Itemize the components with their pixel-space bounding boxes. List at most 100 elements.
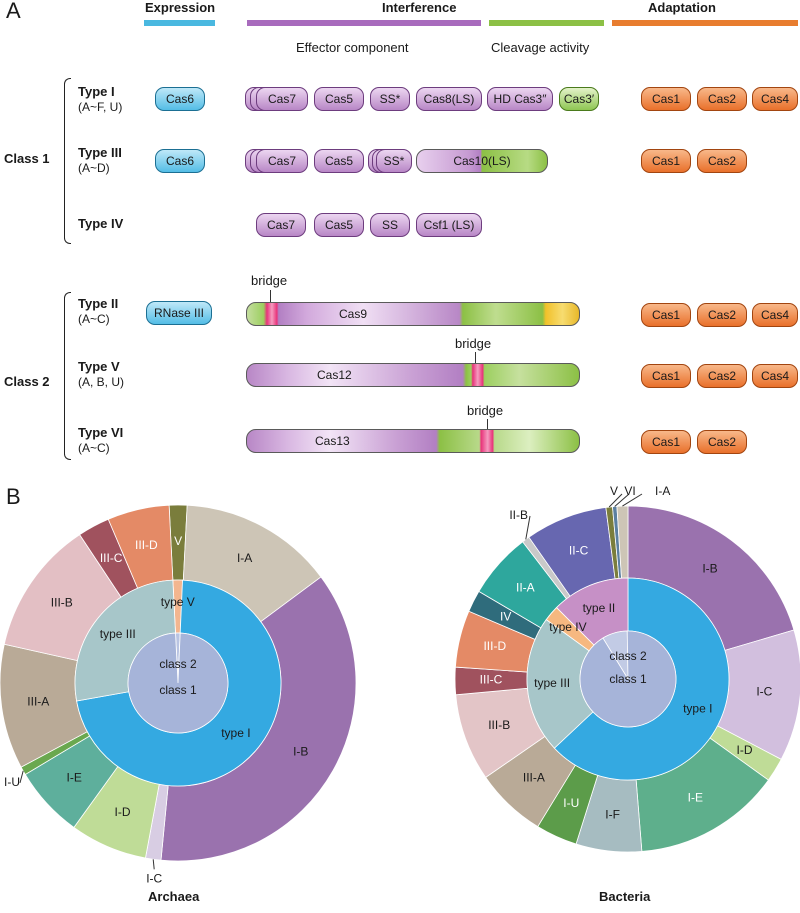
type6-name: Type VI (78, 425, 124, 440)
bacteria-label-ii-b: II-B (509, 508, 528, 522)
archaea-title: Archaea (148, 889, 200, 904)
bacteria-label-i-d: I-D (737, 743, 753, 757)
panel-b-letter: B (6, 484, 21, 509)
type6-cas13-label: Cas13 (315, 434, 350, 448)
type1-cas7: Cas7 (256, 87, 308, 111)
class2-bracket (64, 292, 71, 460)
bacteria-label-iii-d: III-D (483, 639, 506, 653)
type5-sub: (A, B, U) (78, 375, 125, 389)
bacteria-label-i-e: I-E (688, 791, 703, 805)
type4-ss: SS (370, 213, 410, 237)
archaea-inner-segment-class-1 (127, 632, 229, 734)
bacteria-label-i-u: I-U (563, 796, 579, 810)
bacteria-title: Bacteria (599, 889, 651, 904)
type2-rnase3: RNase III (146, 301, 212, 325)
bacteria-label-ii-a: II-A (516, 580, 535, 594)
bacteria-label-vi: VI (624, 484, 635, 498)
header-expression: Expression (145, 0, 216, 15)
adaptation-bar (612, 20, 798, 26)
type1-ss: SS* (370, 87, 410, 111)
type4-cas7: Cas7 (256, 213, 306, 237)
header-adaptation: Adaptation (648, 0, 716, 15)
type3-sub: (A~D) (78, 161, 110, 175)
type2-cas1: Cas1 (641, 303, 691, 327)
type3-cas1: Cas1 (641, 149, 691, 173)
bacteria-label-type-I: type I (683, 701, 712, 715)
class1-bracket (64, 78, 71, 244)
header-interference: Interference (382, 0, 457, 15)
type1-cas3prime: Cas3′ (559, 87, 599, 111)
type5-bridge-label: bridge (455, 336, 492, 351)
type2-bridge-label: bridge (251, 273, 288, 288)
type4-csf1: Csf1 (LS) (416, 213, 482, 237)
bacteria-label-class2: class 2 (609, 649, 647, 663)
panel-a-letter: A (6, 0, 21, 23)
archaea-label-iii-c: III-C (100, 551, 123, 565)
type3-cas10: Cas10(LS) (416, 149, 548, 173)
type3-name: Type III (78, 145, 122, 160)
type2-cas9: Cas9 (246, 302, 580, 326)
bacteria-leader-v (608, 493, 623, 508)
type1-cas4: Cas4 (752, 87, 798, 111)
bacteria-leader-i-a (622, 493, 643, 507)
type2-name: Type II (78, 296, 119, 311)
class1-label: Class 1 (4, 151, 50, 166)
effector-component-label: Effector component (296, 40, 409, 55)
bacteria-label-iii-c: III-C (480, 673, 503, 687)
cleavage-activity-label: Cleavage activity (491, 40, 590, 55)
archaea-label-iii-d: III-D (135, 538, 158, 552)
archaea-label-type-V: type V (161, 595, 195, 609)
type1-cas6: Cas6 (155, 87, 205, 111)
type6-cas2: Cas2 (697, 430, 747, 454)
archaea-label-iii-b: III-B (51, 595, 73, 609)
type1-cas1: Cas1 (641, 87, 691, 111)
type3-ss: SS* (376, 149, 412, 173)
archaea-label-i-c: I-C (146, 871, 162, 885)
bacteria-label-type-IV: type IV (549, 620, 586, 634)
type3-cas5: Cas5 (314, 149, 364, 173)
type6-sub: (A~C) (78, 441, 110, 455)
type2-cas9-label: Cas9 (339, 307, 368, 321)
archaea-label-v: V (174, 534, 182, 548)
archaea-label-type-I: type I (221, 726, 250, 740)
bacteria-label-type-II: type II (583, 601, 616, 615)
class2-label: Class 2 (4, 374, 50, 389)
type2-cas2: Cas2 (697, 303, 747, 327)
type6-cas13: Cas13 (246, 429, 580, 453)
type5-cas12-label: Cas12 (317, 368, 352, 382)
type1-hd-cas3: HD Cas3″ (487, 87, 553, 111)
archaea-label-i-b: I-B (293, 745, 308, 759)
archaea-label-i-u: I-U (4, 775, 20, 789)
archaea-label-i-d: I-D (115, 805, 131, 819)
bacteria-label-ii-c: II-C (569, 543, 589, 557)
archaea-label-i-e: I-E (66, 771, 81, 785)
bacteria-label-i-f: I-F (605, 807, 620, 821)
type2-sub: (A~C) (78, 312, 110, 326)
archaea-donut: VI-AI-BI-DI-EIII-AIII-BIII-CIII-DI-CI-Ut… (0, 504, 357, 885)
type4-name: Type IV (78, 216, 124, 231)
type2-cas4: Cas4 (752, 303, 798, 327)
bacteria-donut: I-BI-CI-DI-EI-FI-UIII-AIII-BIII-CIII-DIV… (454, 484, 800, 853)
type3-cas7: Cas7 (256, 149, 308, 173)
archaea-label-iii-a: III-A (27, 694, 49, 708)
type6-bridge-label: bridge (467, 403, 504, 418)
type5-cas12: Cas12 (246, 363, 580, 387)
type3-cas6: Cas6 (155, 149, 205, 173)
type5-bridge-leader (475, 352, 476, 364)
cleavage-bar (489, 20, 604, 26)
bacteria-label-class1: class 1 (609, 672, 647, 686)
type5-name: Type V (78, 359, 120, 374)
type5-cas4: Cas4 (752, 364, 798, 388)
type1-name: Type I (78, 84, 115, 99)
type3-cas2: Cas2 (697, 149, 747, 173)
bacteria-inner-segment-class-1 (579, 630, 677, 728)
type1-cas5: Cas5 (314, 87, 364, 111)
archaea-label-type-III: type III (100, 627, 136, 641)
archaea-label-class1: class 1 (159, 683, 197, 697)
interference-bar (247, 20, 481, 26)
bacteria-label-v: V (610, 484, 618, 498)
bacteria-label-i-b: I-B (702, 561, 717, 575)
type1-cas8: Cas8(LS) (416, 87, 482, 111)
